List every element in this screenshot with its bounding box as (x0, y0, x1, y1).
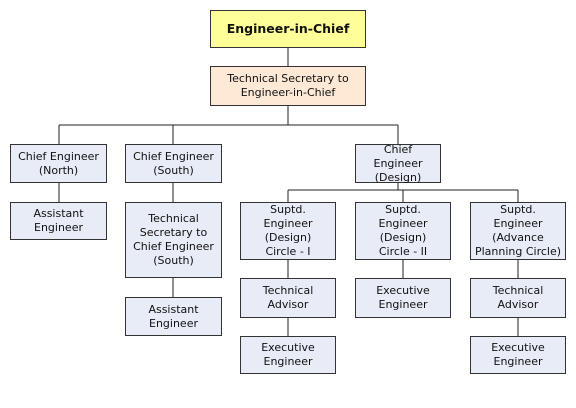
circle-2-executive-engineer-box: Executive Engineer (355, 278, 451, 318)
chief-engineer-north-box: Chief Engineer (North) (10, 144, 107, 183)
circle-1-executive-engineer-box: Executive Engineer (240, 336, 336, 374)
suptd-engineer-circle-1-box: Suptd. Engineer (Design) Circle - I (240, 202, 336, 260)
south-assistant-engineer-box: Assistant Engineer (125, 297, 222, 336)
north-assistant-engineer-box: Assistant Engineer (10, 202, 107, 240)
chief-engineer-design-box: Chief Engineer (Design) (355, 143, 441, 184)
engineer-in-chief-box: Engineer-in-Chief (210, 10, 366, 48)
chief-engineer-south-box: Chief Engineer (South) (125, 144, 222, 183)
technical-secretary-to-ce-south-box: Technical Secretary to Chief Engineer (S… (125, 202, 222, 278)
advance-planning-technical-advisor-box: Technical Advisor (470, 278, 566, 318)
circle-1-technical-advisor-box: Technical Advisor (240, 278, 336, 318)
suptd-engineer-advance-planning-box: Suptd. Engineer (Advance Planning Circle… (470, 202, 566, 260)
technical-secretary-to-eic-box: Technical Secretary to Engineer-in-Chief (210, 66, 366, 106)
suptd-engineer-circle-2-box: Suptd. Engineer (Design) Circle - II (355, 202, 451, 260)
advance-planning-executive-engineer-box: Executive Engineer (470, 336, 566, 374)
